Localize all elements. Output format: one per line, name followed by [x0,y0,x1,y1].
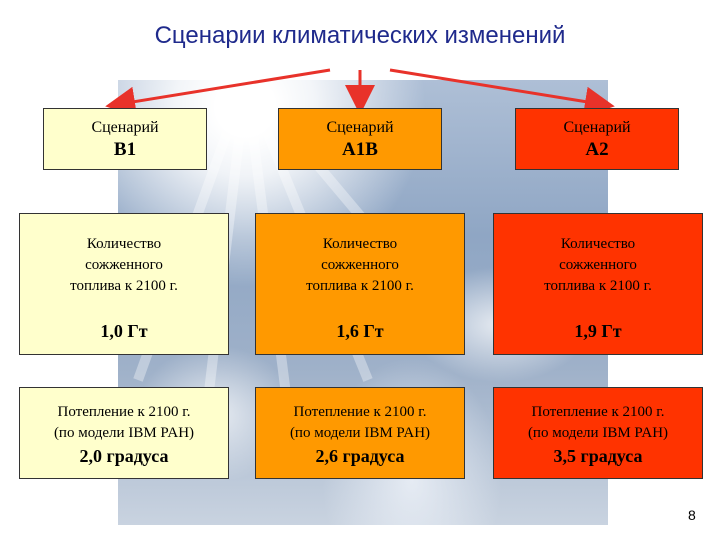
warming-value: 3,5 градуса [553,446,643,466]
warming-box-a2: Потепление к 2100 г. (по модели IBM PAH)… [493,387,703,479]
scenario-name: B1 [113,139,137,160]
scenario-a1b-header: Сценарий A1B [278,108,442,170]
scenario-name: A2 [585,139,609,160]
warming-box-b1: Потепление к 2100 г. (по модели IBM PAH)… [19,387,229,479]
arrow-to-a2 [389,68,615,117]
warming-value: 2,0 градуса [79,446,169,466]
warming-label: Потепление к 2100 г. (по модели IBM PAH) [289,404,431,441]
fuel-box-a2: Количество сожженного топлива к 2100 г. … [493,213,703,355]
scenario-label: Сценарий [326,119,394,136]
fuel-box-b1: Количество сожженного топлива к 2100 г. … [19,213,229,355]
scenario-label: Сценарий [563,119,631,136]
fuel-label: Количество сожженного топлива к 2100 г. [544,236,652,294]
fuel-value: 1,6 Гт [336,321,384,341]
fuel-label: Количество сожженного топлива к 2100 г. [306,236,414,294]
fuel-value: 1,0 Гт [100,321,148,341]
slide-title: Сценарии климатических изменений [154,22,566,49]
fuel-value: 1,9 Гт [574,321,622,341]
page-number: 8 [688,507,696,523]
scenario-name: A1B [342,139,378,160]
scenario-label: Сценарий [91,119,159,136]
arrow-to-b1 [105,68,331,117]
scenario-b1-header: Сценарий B1 [43,108,207,170]
scenario-a2-header: Сценарий A2 [515,108,679,170]
fuel-label: Количество сожженного топлива к 2100 г. [70,236,178,294]
warming-label: Потепление к 2100 г. (по модели IBM PAH) [53,404,195,441]
warming-label: Потепление к 2100 г. (по модели IBM PAH) [527,404,669,441]
warming-value: 2,6 градуса [315,446,405,466]
fuel-box-a1b: Количество сожженного топлива к 2100 г. … [255,213,465,355]
warming-box-a1b: Потепление к 2100 г. (по модели IBM PAH)… [255,387,465,479]
